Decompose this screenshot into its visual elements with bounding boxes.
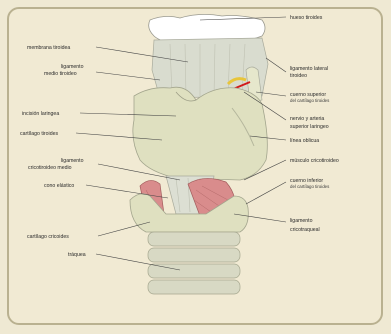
label-median-ligament-1: ligamento [61,64,84,70]
label-cricotracheal-1: ligamento [290,218,313,224]
label-cricotracheal-2: cricotraqueal [290,227,320,233]
label-superior-horn-2: del cartílago tiroides [290,98,330,103]
label-oblique-line: línea oblicua [290,138,319,144]
label-nerve-artery-2: superior laringeo [290,124,329,130]
label-cricothyroid-ligament-2: cricotiroideo medio [28,165,72,171]
label-inferior-horn-2: del cartílago tiroides [290,184,330,189]
label-cricothyroid-muscle: músculo cricotiroideo [290,158,339,164]
label-cricothyroid-ligament-1: ligamento [61,158,84,164]
thyroid-cartilage [133,87,267,180]
label-median-ligament-2: medio tiroideo [44,71,77,77]
label-lateral-ligament-1: ligamento lateral [290,66,328,72]
label-cricoid-cartilage: cartílago cricoides [27,234,69,240]
trachea [148,232,240,294]
label-thyroid-cartilage: cartílago tiroides [20,131,58,137]
label-lateral-ligament-2: tiroideo [290,73,307,79]
label-trachea: tráquea [68,252,86,258]
label-nerve-artery-1: nervio y arteria [290,116,324,122]
label-notch: incisión laringea [22,111,59,117]
label-conus-elasticus: cono elástico [44,183,74,189]
label-hyoid: hueso tiroides [290,15,323,21]
label-thyrohyoid-membrane: membrana tiroidea [27,45,70,51]
